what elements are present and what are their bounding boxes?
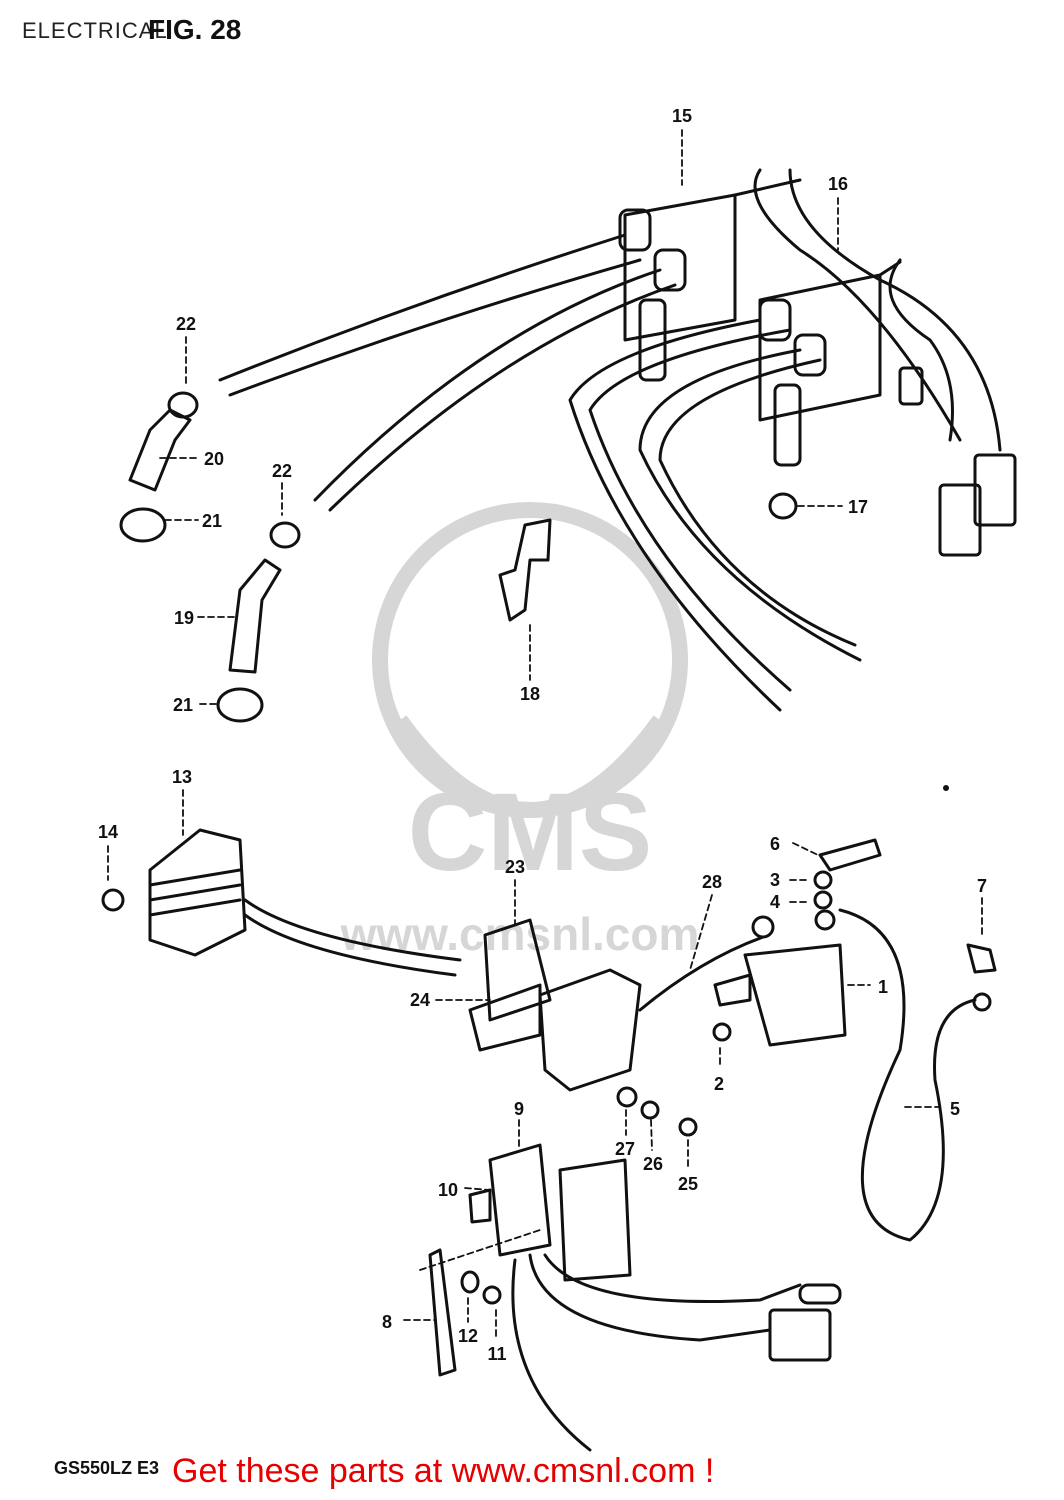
terminal-cap-icon [818, 838, 882, 872]
callout-11: 11 [487, 1344, 506, 1364]
callout-18: 18 [520, 684, 540, 704]
callout-7: 7 [977, 876, 987, 896]
watermark-face-icon [393, 715, 667, 818]
clamp-icon [498, 518, 552, 622]
callout-15: 15 [672, 106, 692, 126]
callout-21b: 21 [173, 695, 193, 715]
callout-8: 8 [382, 1312, 392, 1332]
callout-9: 9 [514, 1099, 524, 1119]
callout-25: 25 [678, 1174, 698, 1194]
starter-relay [638, 909, 847, 1047]
screw-14-icon [101, 888, 125, 912]
callout-17: 17 [848, 497, 868, 517]
bracket-8-icon [428, 1248, 457, 1377]
cta-link[interactable]: Get these parts at www.cmsnl.com ! [172, 1452, 715, 1490]
callout-22b: 22 [272, 461, 292, 481]
watermark-url: www.cmsnl.com [340, 908, 700, 960]
washer-12-icon [460, 1270, 480, 1294]
callout-13: 13 [172, 767, 192, 787]
part-7-icon [966, 943, 997, 974]
screw-25-icon [678, 1117, 698, 1137]
watermark-brand: CMS [408, 771, 652, 894]
callout-23: 23 [505, 857, 525, 877]
callout-10: 10 [438, 1180, 458, 1200]
screw-11-icon [482, 1285, 502, 1305]
callout-21a: 21 [202, 511, 222, 531]
nut-17-icon [768, 492, 798, 520]
ignition-coil-assembly [618, 178, 902, 467]
callout-22a: 22 [176, 314, 196, 334]
plug-caps [119, 391, 301, 723]
regulator-rectifier [148, 828, 462, 977]
callout-2: 2 [714, 1074, 724, 1094]
coil-wiring [753, 168, 1017, 557]
callout-26: 26 [643, 1154, 663, 1174]
callout-27: 27 [615, 1139, 635, 1159]
model-code: GS550LZ E3 [54, 1458, 160, 1478]
leader-lines [107, 129, 983, 1341]
dot-mark [943, 785, 949, 791]
nut-3-icon [813, 870, 833, 890]
screw-2-icon [712, 1022, 732, 1042]
battery-cable [838, 908, 977, 1242]
callout-20: 20 [204, 449, 224, 469]
cable-terminal-icon [972, 992, 992, 1012]
watermark [372, 502, 688, 818]
fuse-box [468, 1143, 632, 1282]
callout-3: 3 [770, 870, 780, 890]
callout-6: 6 [770, 834, 780, 854]
callout-24: 24 [410, 990, 430, 1010]
callout-14: 14 [98, 822, 118, 842]
ht-leads [218, 233, 862, 712]
callout-1: 1 [878, 977, 888, 997]
callout-12: 12 [458, 1326, 478, 1346]
washer-27-icon [616, 1086, 638, 1108]
callout-28: 28 [702, 872, 722, 892]
section-title: ELECTRICAL [22, 18, 168, 43]
figure-number: FIG. 28 [148, 14, 242, 45]
callout-4: 4 [770, 892, 780, 912]
callout-5: 5 [950, 1099, 960, 1119]
nut-26-icon [640, 1100, 660, 1120]
callout-16: 16 [828, 174, 848, 194]
fuse-harness [511, 1253, 842, 1452]
washer-4-icon [813, 890, 833, 910]
callout-19: 19 [174, 608, 194, 628]
